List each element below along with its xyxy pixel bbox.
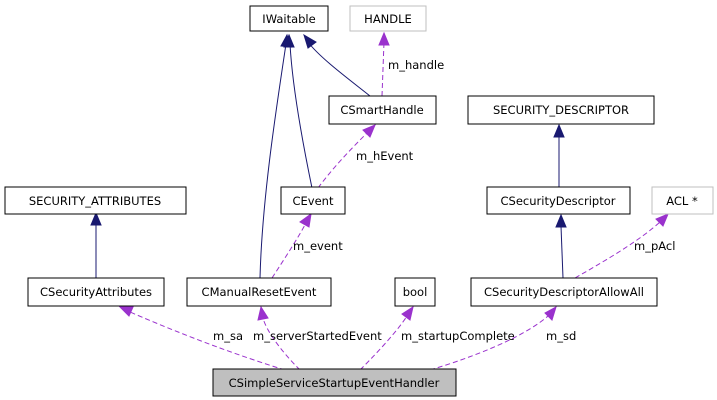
- label-m-sa: m_sa: [213, 329, 243, 343]
- edge-m-pacl: [574, 221, 661, 279]
- label-m-sd: m_sd: [546, 329, 576, 343]
- label-m-event: m_event: [293, 239, 343, 253]
- node-csmarthandle-label: CSmartHandle: [340, 103, 423, 117]
- node-bool: bool: [394, 277, 436, 307]
- node-csecuritydescriptorallowall-label: CSecurityDescriptorAllowAll: [484, 285, 644, 299]
- node-cmanualresetevent-label: CManualResetEvent: [202, 285, 317, 299]
- label-m-handle: m_handle: [388, 58, 444, 72]
- node-acl: ACL *: [651, 186, 714, 215]
- node-handle: HANDLE: [349, 5, 427, 32]
- edge-m-startupcomplete: [359, 315, 408, 371]
- inherit-arrow-csmarthandle: [303, 33, 317, 49]
- use-arrow-m-sa: [118, 306, 134, 317]
- label-m-pacl: m_pAcl: [634, 239, 675, 253]
- edge-cevent-to-iwaitable: [289, 43, 313, 189]
- node-cmanualresetevent[interactable]: CManualResetEvent: [186, 277, 332, 307]
- use-arrow-m-event: [299, 212, 312, 228]
- node-csecuritydescriptorallowall[interactable]: CSecurityDescriptorAllowAll: [470, 277, 658, 307]
- node-csecurityattributes[interactable]: CSecurityAttributes: [27, 277, 165, 307]
- label-m-hevent: m_hEvent: [356, 149, 414, 163]
- usage-edges: [118, 31, 669, 371]
- edge-m-event: [271, 222, 307, 279]
- node-acl-label: ACL *: [666, 194, 698, 208]
- inheritance-edges: [90, 33, 567, 279]
- node-security-attributes-label: SECURITY_ATTRIBUTES: [29, 194, 161, 208]
- node-cevent-label: CEvent: [293, 194, 334, 208]
- node-csmarthandle[interactable]: CSmartHandle: [328, 95, 437, 125]
- node-csecurityattributes-label: CSecurityAttributes: [40, 285, 152, 299]
- node-csimpleservicestartupeventhandler: CSimpleServiceStartupEventHandler: [212, 368, 457, 397]
- node-csecuritydescriptor-label: CSecurityDescriptor: [501, 194, 616, 208]
- edge-m-hevent: [317, 131, 369, 189]
- edge-labels: m_handle m_hEvent m_event m_pAcl m_sa m_…: [213, 58, 675, 343]
- edge-m-sa: [129, 311, 286, 371]
- use-arrow-m-handle: [378, 31, 390, 46]
- node-iwaitable-label: IWaitable: [262, 12, 315, 26]
- label-m-serverstartedevent: m_serverStartedEvent: [253, 329, 382, 343]
- inherit-arrow-csecurityattributes: [90, 211, 102, 226]
- edge-m-serverstartedevent: [262, 317, 301, 371]
- edge-m-handle: [381, 41, 385, 97]
- inherit-arrow-csecuritydescriptor: [553, 123, 565, 138]
- edge-allowall-to-csecuritydescriptor: [560, 225, 564, 279]
- inherit-arrow-cmanualresetevent: [280, 33, 292, 48]
- node-security-descriptor: SECURITY_DESCRIPTOR: [467, 95, 655, 125]
- node-bool-label: bool: [403, 285, 428, 299]
- use-arrow-m-sd: [544, 305, 557, 321]
- node-security-descriptor-label: SECURITY_DESCRIPTOR: [493, 103, 629, 117]
- use-arrow-m-serverstartedevent: [257, 305, 269, 321]
- node-csecuritydescriptor[interactable]: CSecurityDescriptor: [486, 186, 631, 215]
- inherit-arrow-allowall: [555, 213, 567, 228]
- node-security-attributes: SECURITY_ATTRIBUTES: [4, 186, 187, 215]
- node-csimpleservicestartupeventhandler-label: CSimpleServiceStartupEventHandler: [229, 376, 440, 390]
- use-arrow-m-pacl: [655, 213, 669, 227]
- node-handle-label: HANDLE: [364, 12, 412, 26]
- node-cevent[interactable]: CEvent: [280, 186, 346, 215]
- use-arrow-m-hevent: [362, 124, 376, 138]
- edge-csmarthandle-to-iwaitable: [307, 41, 371, 97]
- node-iwaitable[interactable]: IWaitable: [249, 5, 329, 32]
- use-arrow-m-startupcomplete: [401, 305, 414, 321]
- edge-m-sd: [429, 315, 549, 371]
- edge-cmanualresetevent-to-iwaitable: [259, 43, 287, 279]
- label-m-startupcomplete: m_startupComplete: [401, 329, 515, 343]
